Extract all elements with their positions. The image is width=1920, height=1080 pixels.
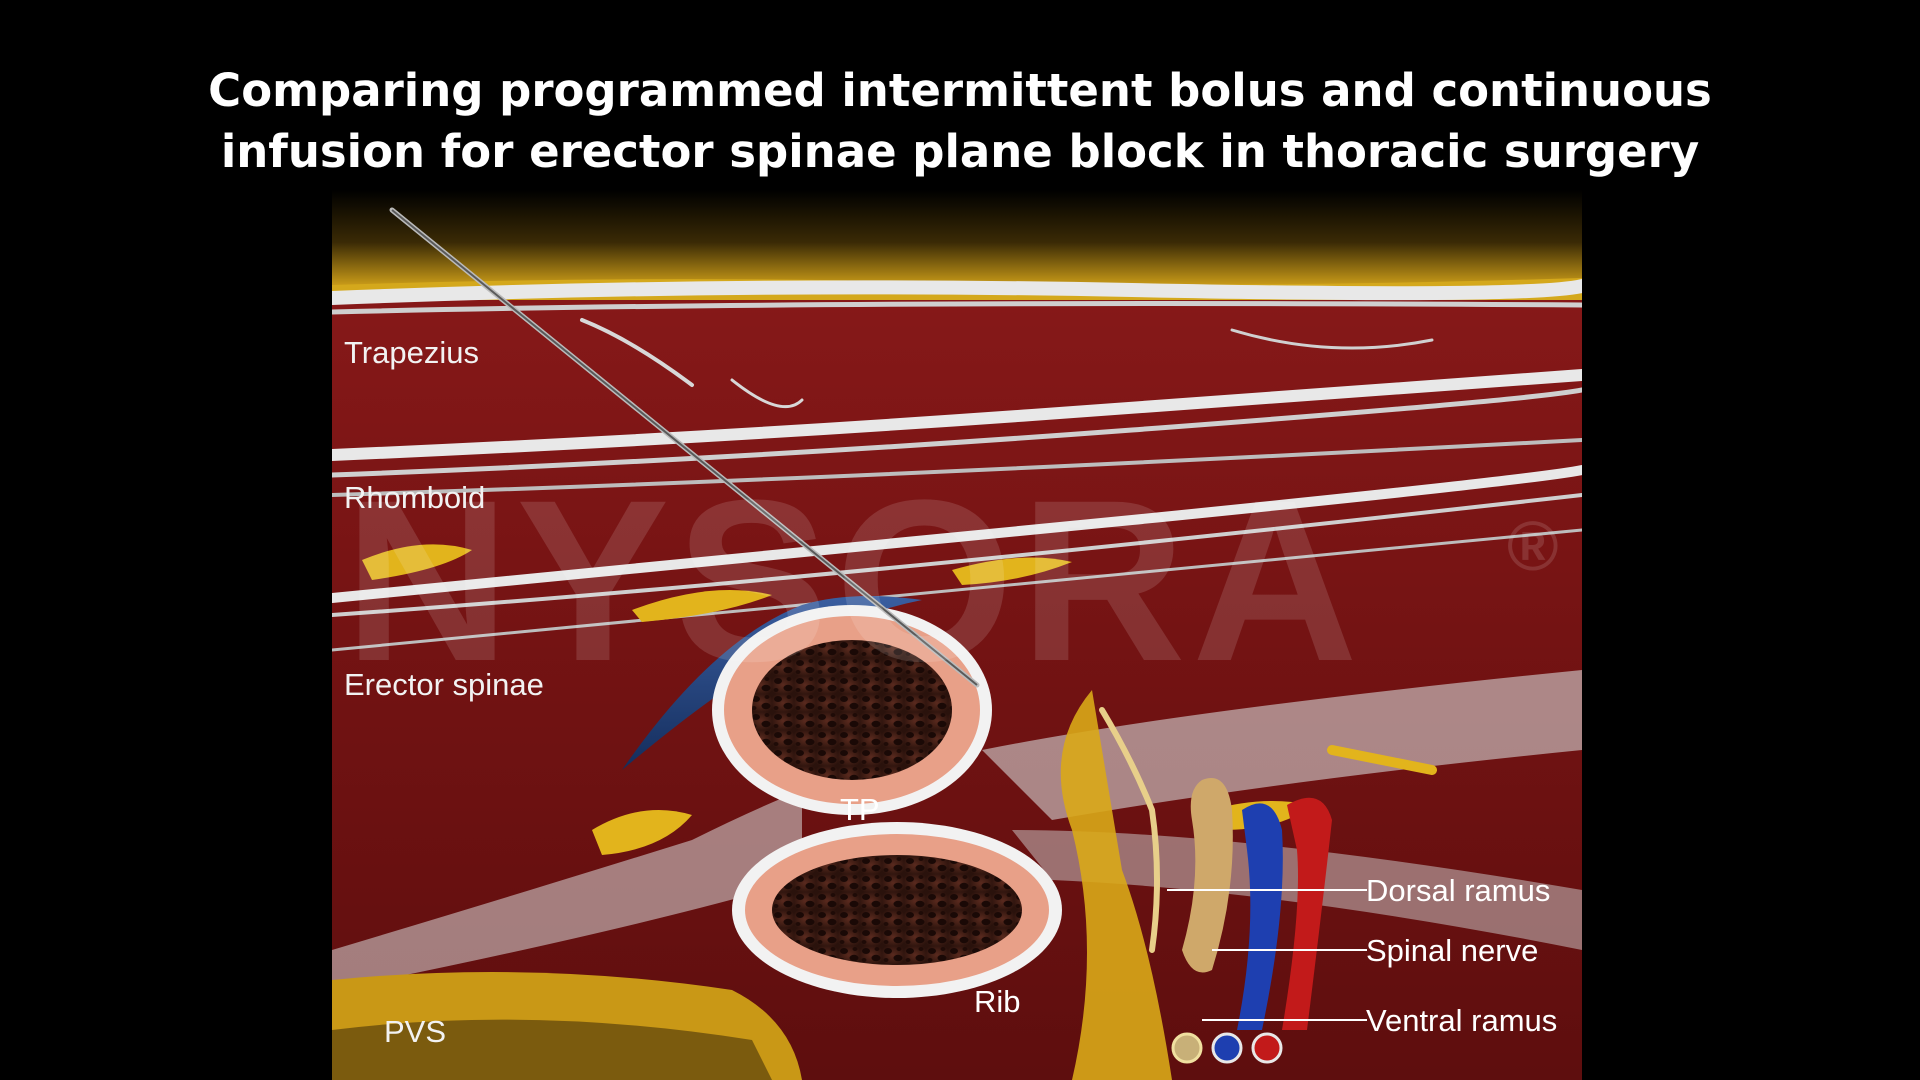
spinal-nerve-shape [1182,778,1233,973]
neural-structures [1060,690,1437,1080]
anatomy-illustration: NYSORA ® Trapezius Rhomboid Erector spin… [332,190,1582,1080]
label-rhomboid: Rhomboid [344,480,485,515]
page-title-line-1: Comparing programmed intermittent bolus … [208,64,1712,117]
page-title-line-2: infusion for erector spinae plane block … [220,125,1700,178]
label-ventral-ramus: Ventral ramus [1366,1003,1557,1038]
vein-shape [1237,803,1283,1030]
rib [732,822,1062,998]
leader-lines [1167,889,1367,1021]
page-title: Comparing programmed intermittent bolus … [0,60,1920,182]
label-erector-spinae: Erector spinae [344,667,544,702]
artery-shape [1282,797,1332,1030]
label-rib: Rib [974,984,1021,1019]
label-spinal-nerve: Spinal nerve [1366,933,1538,968]
watermark-registered-mark: ® [1507,507,1565,585]
label-tp: TP [840,792,880,827]
label-dorsal-ramus: Dorsal ramus [1366,873,1550,908]
label-pvs: PVS [384,1014,446,1049]
fat-streaks [362,544,1312,855]
subcutaneous-fat [332,190,1582,285]
fascia-bands [332,279,1582,652]
transverse-process [712,605,992,815]
label-trapezius: Trapezius [344,335,479,370]
watermark: NYSORA [344,452,1364,709]
